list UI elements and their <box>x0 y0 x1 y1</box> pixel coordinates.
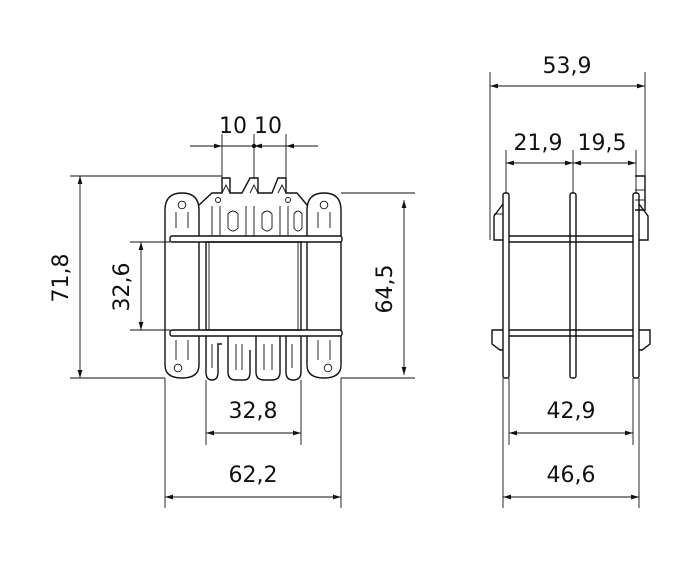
dim-pin-pitch-right: 10 <box>254 114 282 139</box>
dim-flange-outer: 46,6 <box>547 463 596 488</box>
dim-pin-pitch-left: 10 <box>219 114 247 139</box>
bottom-pins <box>205 336 302 381</box>
dim-core-width: 32,8 <box>229 399 278 424</box>
bobbin-outline <box>164 192 342 379</box>
dim-body-height: 64,5 <box>373 265 398 314</box>
dim-overall-width: 62,2 <box>229 463 278 488</box>
side-view <box>491 175 651 379</box>
front-view <box>164 177 343 381</box>
dim-section-left: 21,9 <box>514 131 563 156</box>
flange-middle <box>569 192 577 379</box>
front-dimensions: 10 10 71,8 32,6 64,5 32,8 62,2 <box>49 114 415 508</box>
dim-section-right: 19,5 <box>578 131 627 156</box>
dim-flange-inner: 42,9 <box>547 399 596 424</box>
flange-right <box>632 192 640 379</box>
flange-left <box>502 192 510 379</box>
dim-overall-depth: 53,9 <box>543 54 592 79</box>
core-bars <box>169 235 343 337</box>
core-window <box>205 241 302 331</box>
dim-core-height: 32,6 <box>110 263 135 312</box>
pin-header <box>198 177 308 236</box>
dim-overall-height: 71,8 <box>49 254 74 303</box>
side-dimensions: 53,9 21,9 19,5 42,9 46,6 <box>489 54 646 508</box>
